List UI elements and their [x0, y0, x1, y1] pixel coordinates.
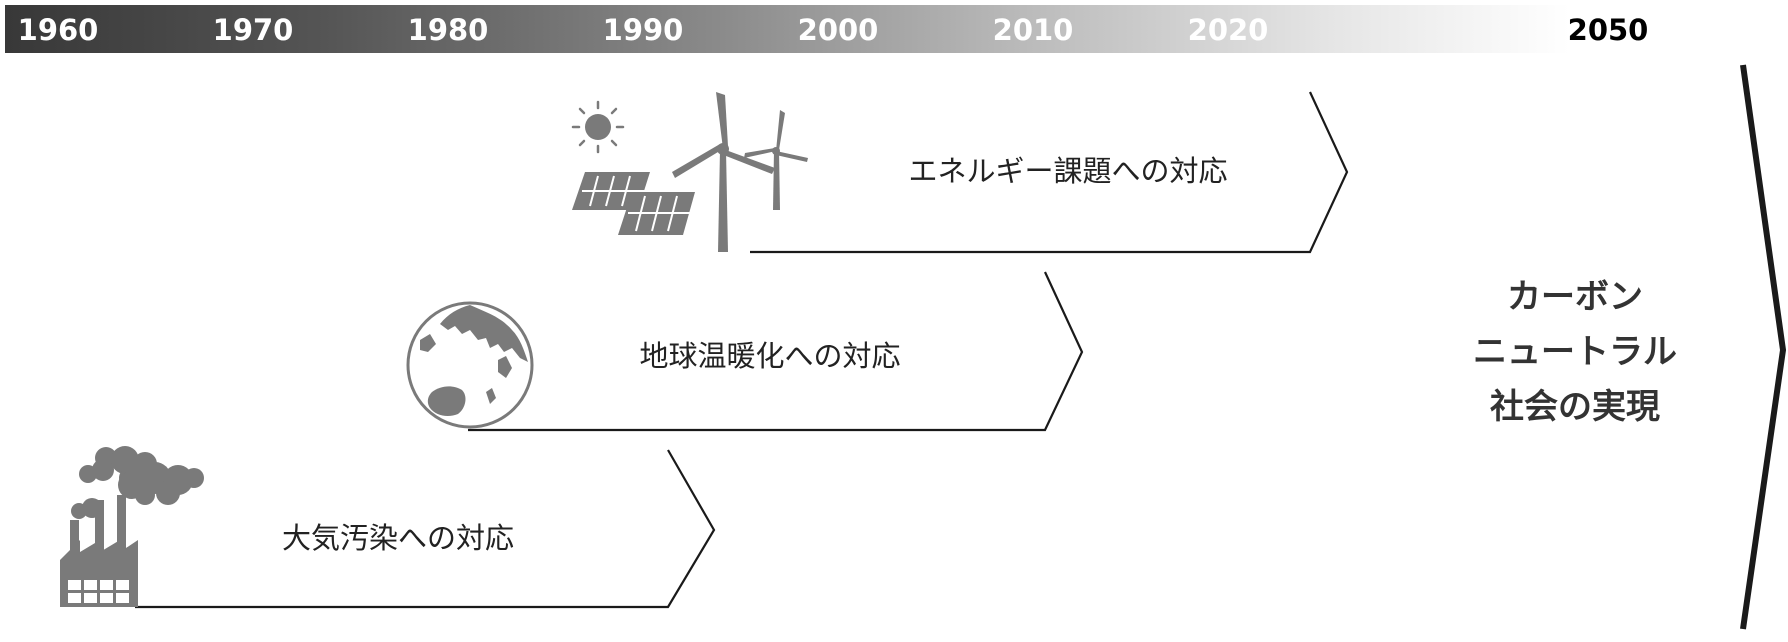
year-2010: 2010: [992, 13, 1074, 47]
year-1980: 1980: [407, 13, 489, 47]
goal-line-3: 社会の実現: [1490, 387, 1660, 427]
year-2050: 2050: [1567, 13, 1649, 47]
year-2020: 2020: [1187, 13, 1269, 47]
warming-label: 地球温暖化への対応: [639, 339, 901, 373]
goal-label: カーボン ニュートラル 社会の実現: [1455, 270, 1695, 435]
pollution-label: 大気汚染への対応: [281, 521, 515, 555]
year-1990: 1990: [602, 13, 684, 47]
year-1960: 1960: [17, 13, 99, 47]
year-1970: 1970: [212, 13, 294, 47]
factory-icon: [60, 446, 204, 607]
pollution-chevron: [135, 449, 716, 609]
solar-wind-icon: [571, 92, 808, 252]
energy-chevron: [750, 91, 1349, 254]
energy-label: エネルギー課題への対応: [908, 154, 1228, 188]
goal-line-1: カーボン: [1507, 277, 1643, 317]
warming-chevron: [468, 271, 1084, 432]
timeline-bar: 1960 1970 1980 1990 2000 2010 2020 2050: [5, 5, 1783, 53]
year-2000: 2000: [797, 13, 879, 47]
goal-chevron: [1100, 62, 1787, 632]
globe-icon: [406, 301, 534, 429]
goal-line-2: ニュートラル: [1473, 332, 1677, 372]
